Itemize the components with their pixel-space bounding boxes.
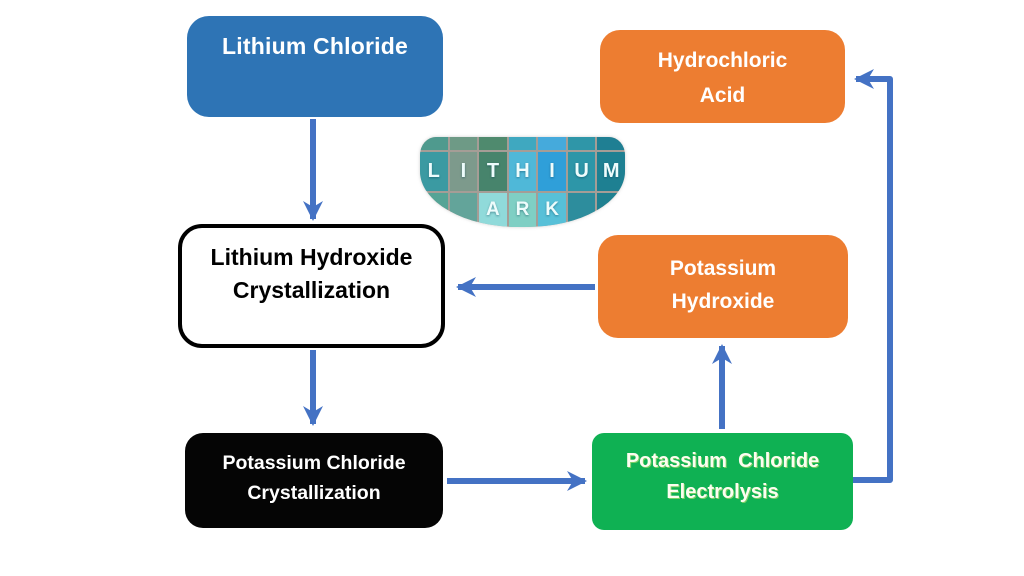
node-hydrochloric-acid: Hydrochloric Acid	[600, 30, 845, 123]
logo-tile-letter-u: U	[567, 152, 596, 191]
node-label: Hydroxide	[671, 290, 775, 313]
logo-tile-letter-l: L	[420, 152, 448, 191]
node-label: Crystallization	[232, 277, 391, 303]
node-potassium-chloride-electrolysis: Potassium Chloride Electrolysis	[592, 433, 853, 530]
node-label: Hydrochloric	[657, 49, 788, 72]
node-label: Electrolysis	[666, 481, 779, 503]
logo-tile	[508, 137, 537, 150]
logo-tile-letter-i: I	[449, 152, 478, 191]
logo-tile	[538, 137, 566, 150]
logo-tile	[567, 193, 596, 227]
logo-tile	[420, 137, 448, 150]
logo-tile	[449, 137, 478, 150]
node-label: Potassium	[669, 257, 777, 280]
logo-tile-letter-h: H	[508, 152, 537, 191]
node-lithium-hydroxide-crystallization: Lithium Hydroxide Crystallization	[178, 224, 445, 348]
node-label: Potassium Chloride	[625, 450, 820, 472]
logo-tile-letter-m: M	[597, 152, 625, 191]
logo-tile-letter-t: T	[479, 152, 507, 191]
logo-tile	[567, 137, 596, 150]
node-label: Lithium Hydroxide	[210, 244, 413, 270]
node-label: Potassium Chloride	[222, 452, 406, 474]
logo-tile-letter-k: K	[538, 193, 566, 227]
node-potassium-hydroxide: Potassium Hydroxide	[598, 235, 848, 338]
logo-tile	[597, 137, 625, 150]
node-label: Lithium Chloride	[222, 33, 408, 59]
logo-tile-letter-a: A	[479, 193, 507, 227]
logo-tile	[597, 193, 625, 227]
node-label: Acid	[699, 84, 746, 107]
node-lithium-chloride: Lithium Chloride	[187, 16, 443, 117]
node-label: Crystallization	[247, 482, 381, 504]
logo-tile-letter-r: R	[508, 193, 537, 227]
arrow-kcl-electrolysis-to-hydrochloric-acid	[852, 69, 893, 483]
logo-tile	[479, 137, 507, 150]
node-potassium-chloride-crystallization: Potassium Chloride Crystallization	[185, 433, 443, 528]
logo-tile-letter-i: I	[538, 152, 566, 191]
logo-tile	[449, 193, 478, 227]
logo-tile	[420, 193, 448, 227]
